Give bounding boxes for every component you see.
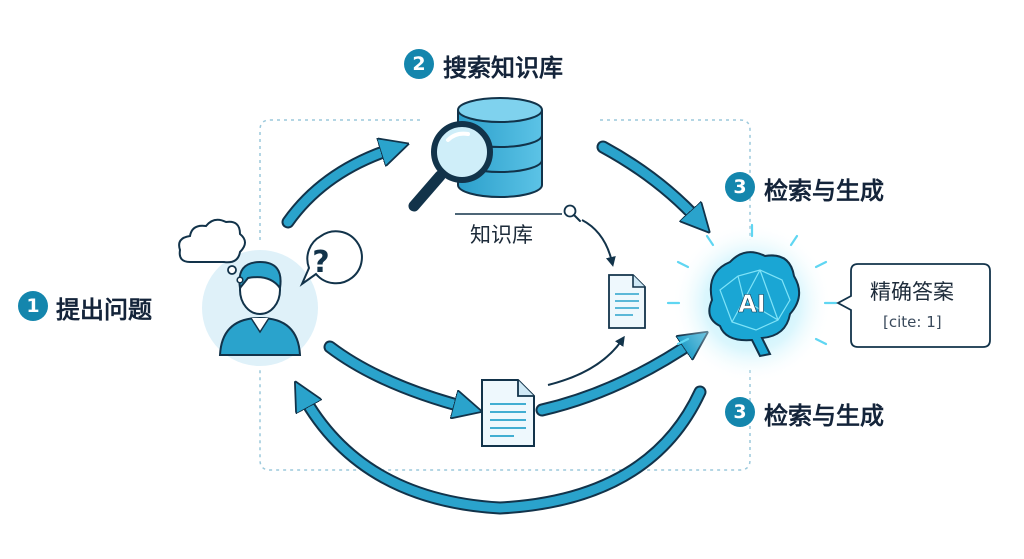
question-bubble-icon: ? — [299, 230, 363, 287]
magnifier-icon — [408, 121, 493, 212]
ai-label: AI — [738, 290, 766, 318]
ai-brain-icon: AI — [666, 223, 838, 383]
dashed-frame — [259, 119, 751, 471]
retrieved-document-icon — [481, 379, 535, 447]
thin-arrow-kb-to-doc — [581, 219, 616, 267]
arrow-user-to-doc-fill — [325, 342, 468, 408]
thought-cloud-icon — [178, 218, 246, 284]
thin-arrow-doc-to-doc — [547, 335, 625, 386]
arrow-doc-to-ai-fill — [537, 340, 696, 415]
step-3-badge-bottom: 3 — [725, 397, 755, 427]
arrow-user-to-kb-fill — [283, 148, 395, 227]
knowledge-base-label: 知识库 — [470, 223, 533, 247]
step-3-badge-top: 3 — [725, 172, 755, 202]
arrow-user-to-kb — [281, 141, 402, 229]
step-1-label: 提出问题 — [56, 296, 152, 324]
small-search-icon — [563, 204, 581, 222]
answer-citation: [cite: 1] — [883, 313, 942, 331]
step-2-label: 搜索知识库 — [443, 54, 563, 82]
step-3-label-bottom: 检索与生成 — [764, 402, 884, 430]
document-icon — [608, 274, 646, 329]
arrow-ai-to-user-fill — [302, 392, 705, 513]
question-mark: ? — [312, 245, 329, 280]
speech-bubble-icon — [836, 263, 991, 348]
answer-title: 精确答案 — [870, 280, 954, 304]
step-3-label-top: 检索与生成 — [764, 177, 884, 205]
step-1-badge: 1 — [18, 291, 48, 321]
user-icon — [202, 250, 318, 366]
step-2-badge: 2 — [404, 49, 434, 79]
arrow-kb-to-ai-fill — [598, 142, 700, 222]
